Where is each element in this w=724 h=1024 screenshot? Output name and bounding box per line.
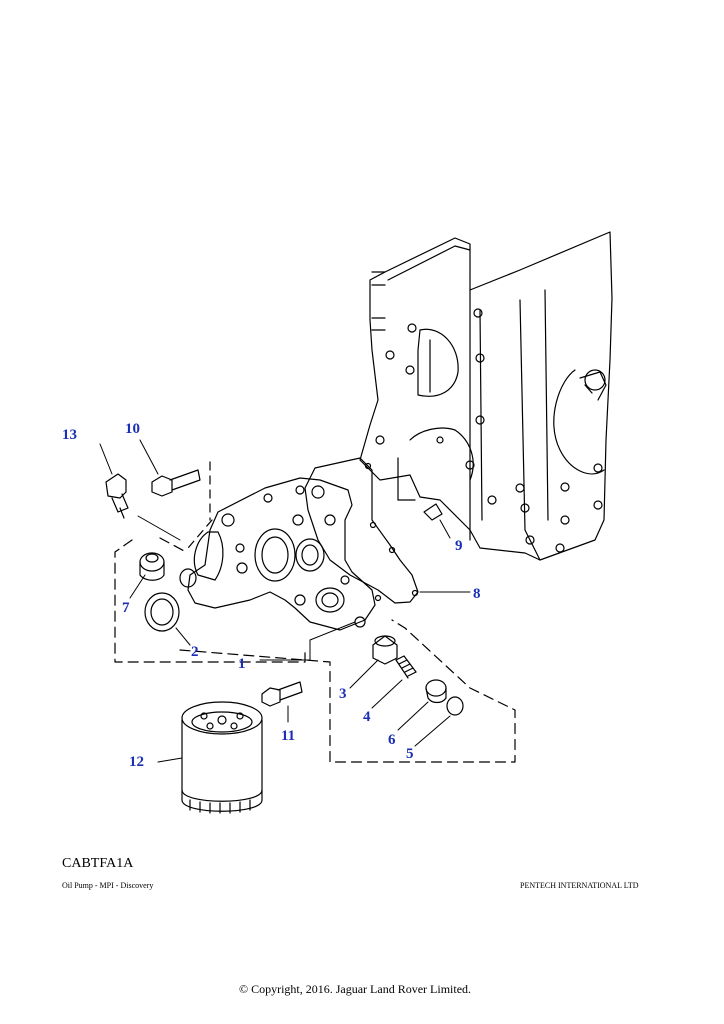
oil-filter-icon (181, 701, 263, 814)
o-ring-icon (446, 696, 464, 716)
dashed-group-outline (114, 537, 306, 663)
diagram-caption: Oil Pump - MPI - Discovery (62, 881, 154, 890)
callout-12: 12 (129, 754, 144, 770)
callout-4: 4 (363, 709, 371, 725)
engine-block-icon (359, 231, 613, 561)
bolt-icon (261, 681, 303, 707)
diagram-code: CABTFA1A (62, 856, 134, 871)
callout-7: 7 (122, 600, 130, 616)
dowel-icon (423, 503, 443, 521)
callout-6: 6 (388, 732, 396, 748)
dashed-line (187, 461, 213, 549)
callout-13: 13 (62, 427, 77, 443)
dashed-group-outline (179, 619, 516, 763)
callout-5: 5 (406, 746, 414, 762)
callout-3: 3 (339, 686, 347, 702)
oil-pump-icon (179, 477, 376, 631)
callout-9: 9 (455, 538, 463, 554)
callout-10: 10 (125, 421, 140, 437)
spring-icon (395, 655, 417, 679)
callout-8: 8 (473, 586, 481, 602)
seal-ring-icon (144, 592, 180, 632)
nipple-fitting-icon (139, 552, 165, 581)
publisher-label: PENTECH INTERNATIONAL LTD (520, 881, 639, 890)
engine-flange-detail (579, 371, 607, 401)
plug-icon (425, 679, 447, 704)
gasket-icon (304, 457, 419, 604)
oil-pressure-switch-icon (105, 473, 129, 519)
relief-valve-icon (372, 635, 398, 665)
callout-1: 1 (238, 656, 246, 672)
callout-2: 2 (191, 644, 199, 660)
bolt-icon (151, 469, 201, 497)
callout-11: 11 (281, 728, 296, 744)
copyright-notice: © Copyright, 2016. Jaguar Land Rover Lim… (238, 982, 472, 996)
leader-lines (99, 439, 471, 763)
